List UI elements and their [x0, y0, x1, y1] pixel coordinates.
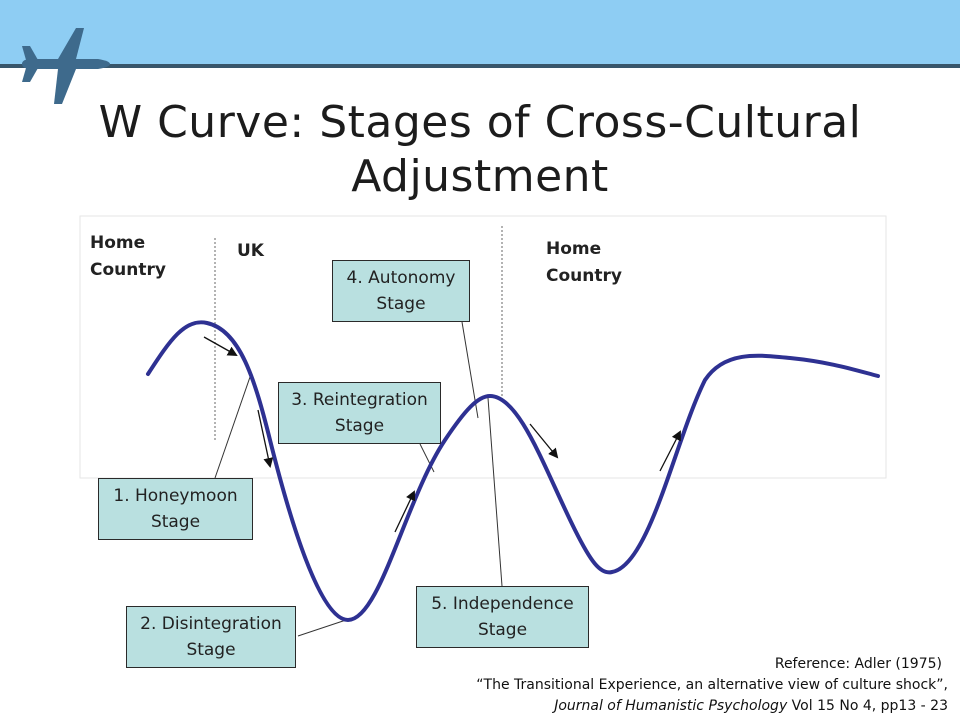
reference-line1: Reference: Adler (1975)	[774, 656, 942, 672]
region-home-left: Home Country	[90, 233, 166, 280]
page-title: W Curve: Stages of Cross-Cultural Adjust…	[98, 97, 862, 202]
header-band	[0, 0, 960, 68]
reference-line2: “The Transitional Experience, an alterna…	[476, 677, 948, 693]
region-uk: UK	[237, 241, 264, 261]
connector-honeymoon	[214, 376, 251, 479]
w-curve-line	[146, 320, 880, 623]
arrow-2	[257, 409, 274, 468]
arrow-5	[659, 430, 681, 472]
arrow-4	[529, 423, 559, 459]
arrow-1	[203, 336, 238, 356]
diagram-panel	[79, 215, 887, 479]
airplane-icon	[22, 28, 110, 104]
reference-journal: Journal of Humanistic Psychology	[554, 698, 788, 714]
arrow-3	[394, 490, 416, 533]
reference-line3: Journal of Humanistic Psychology Vol 15 …	[476, 696, 948, 717]
reference-block: Reference: Adler (1975) “The Transitiona…	[476, 654, 948, 717]
reference-citation: Vol 15 No 4, pp13 - 23	[787, 698, 948, 714]
region-home-right: Home Country	[546, 239, 622, 286]
connector-disintegration	[297, 619, 347, 637]
connector-independence	[487, 397, 503, 587]
connector-reintegration	[419, 443, 435, 473]
